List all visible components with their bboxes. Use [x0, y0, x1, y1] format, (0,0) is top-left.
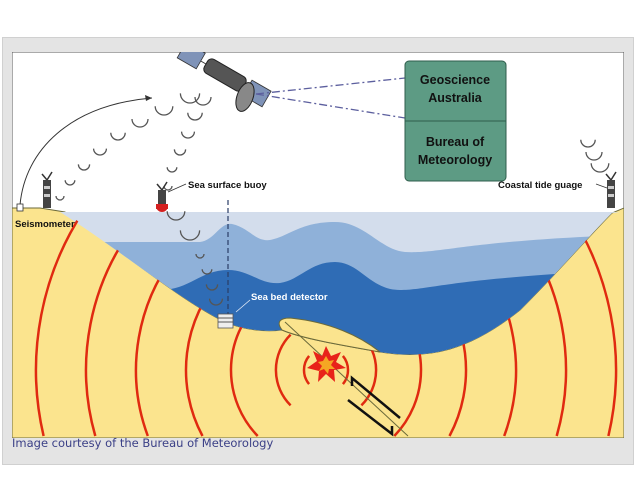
seismic-wave-arc — [274, 333, 292, 407]
signal-arc — [208, 298, 224, 306]
antenna-tower-icon — [605, 171, 617, 208]
signal-arc — [585, 151, 603, 161]
signal-arc — [180, 131, 196, 139]
epicenter-burst-icon — [307, 346, 346, 382]
signal-arc — [173, 149, 187, 156]
signal-arc — [131, 118, 149, 128]
signal-arc — [179, 230, 201, 241]
signal-arc — [55, 195, 65, 201]
buoy-label: Sea surface buoy — [188, 180, 267, 191]
seabed-detector-label: Sea bed detector — [251, 292, 328, 303]
signal-arc — [77, 164, 91, 171]
signal-arc — [580, 139, 596, 148]
agency-bom-line1: Bureau of — [426, 135, 485, 149]
signal-arc — [187, 112, 203, 121]
signal-arc — [92, 148, 108, 156]
fault-slip-arrows-icon — [347, 375, 401, 437]
link-to-bom — [255, 93, 406, 119]
signal-path-arrowhead — [145, 95, 152, 101]
buoy-icon — [156, 181, 168, 212]
buoy-leader-line — [167, 183, 187, 193]
signal-arc — [179, 93, 201, 104]
seismometer-label: Seismometer — [15, 219, 75, 230]
signal-arc — [166, 167, 178, 173]
seismic-wave-arc — [302, 355, 311, 385]
antenna-tower-icon — [41, 171, 53, 208]
link-to-geoscience — [255, 77, 406, 95]
signal-arcs — [55, 93, 610, 306]
fault-line — [284, 321, 409, 437]
agency-geoscience-line1: Geoscience — [420, 73, 490, 87]
detector-leader-line — [235, 299, 251, 313]
seismic-wave-arc — [34, 210, 90, 437]
tide-gauge-label: Coastal tide guage — [498, 180, 582, 191]
signal-arc — [64, 180, 76, 186]
signal-arc — [590, 163, 610, 173]
signal-arc — [194, 96, 212, 106]
satellite-dish-icon — [235, 82, 255, 112]
agency-bom-line2: Meteorology — [418, 153, 492, 167]
signal-arc — [205, 284, 219, 291]
signal-arc — [154, 106, 174, 116]
seismometer-signal-path — [19, 97, 153, 206]
tide-gauge-leader-line — [595, 183, 608, 189]
signal-arc — [166, 211, 186, 221]
signal-arc — [201, 269, 213, 275]
seismometer-icon — [16, 203, 24, 212]
agency-geoscience-line2: Australia — [428, 91, 483, 105]
image-caption: Image courtesy of the Bureau of Meteorol… — [12, 436, 274, 450]
seismic-wave-arc — [341, 355, 350, 385]
signal-arc — [195, 253, 205, 259]
seabed-detector-icon — [217, 313, 234, 329]
signal-arc — [110, 132, 126, 141]
overriding-plate-tip — [278, 317, 381, 353]
